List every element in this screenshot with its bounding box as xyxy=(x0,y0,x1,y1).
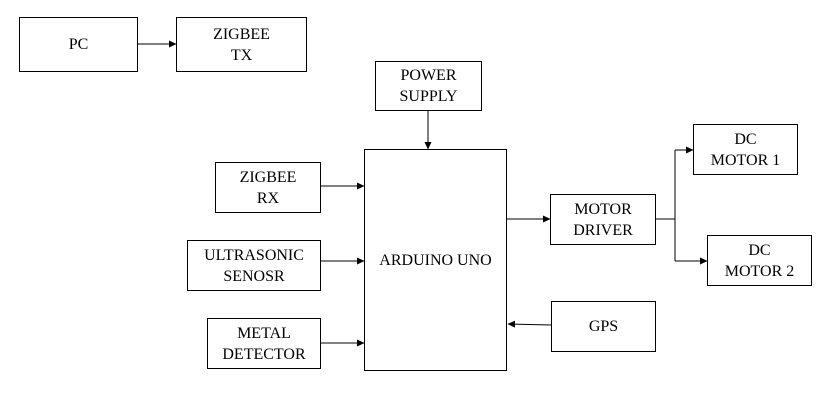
metal-detector-block: METAL DETECTOR xyxy=(207,318,321,369)
zigbee-rx-label-line1: ZIGBEE xyxy=(239,168,297,186)
zigbee-tx-label-line1: ZIGBEE xyxy=(213,25,270,43)
ultrasonic-label-line2: SENOSR xyxy=(223,267,285,285)
arrow-gps-to-arduino xyxy=(507,320,552,328)
arduino-uno-label: ARDUINO UNO xyxy=(379,251,492,269)
dc-motor-1-label-line1: DC xyxy=(734,130,757,148)
metal-detector-label-line1: METAL xyxy=(237,324,291,342)
dc-motor-2-label-line2: MOTOR 2 xyxy=(724,262,795,280)
metal-detector-label-line2: DETECTOR xyxy=(222,345,306,363)
pc-block: PC xyxy=(19,17,138,72)
ultrasonic-label-line1: ULTRASONIC xyxy=(204,246,304,264)
pc-label: PC xyxy=(68,36,89,53)
gps-label: GPS xyxy=(588,318,619,335)
zigbee-rx-block: ZIGBEE RX xyxy=(215,162,321,213)
power-supply-block: POWER SUPPLY xyxy=(375,61,482,111)
zigbee-tx-block: ZIGBEE TX xyxy=(176,17,307,72)
dc-motor-2-label-line1: DC xyxy=(748,241,771,259)
power-supply-label-line1: POWER xyxy=(400,67,457,84)
motor-driver-label-line1: MOTOR xyxy=(574,200,632,218)
dc-motor-2-block: DC MOTOR 2 xyxy=(707,235,812,286)
motor-driver-label-line2: DRIVER xyxy=(573,221,633,239)
motor-driver-block: MOTOR DRIVER xyxy=(550,194,656,245)
power-supply-label-line2: SUPPLY xyxy=(399,88,458,105)
dc-motor-1-label-line2: MOTOR 1 xyxy=(710,151,781,169)
ultrasonic-sensor-block: ULTRASONIC SENOSR xyxy=(187,240,321,291)
gps-block: GPS xyxy=(551,301,656,352)
zigbee-tx-label-line2: TX xyxy=(230,46,253,64)
arduino-uno-block: ARDUINO UNO xyxy=(364,149,507,371)
dc-motor-1-block: DC MOTOR 1 xyxy=(693,124,798,175)
zigbee-rx-label-line2: RX xyxy=(256,189,280,207)
